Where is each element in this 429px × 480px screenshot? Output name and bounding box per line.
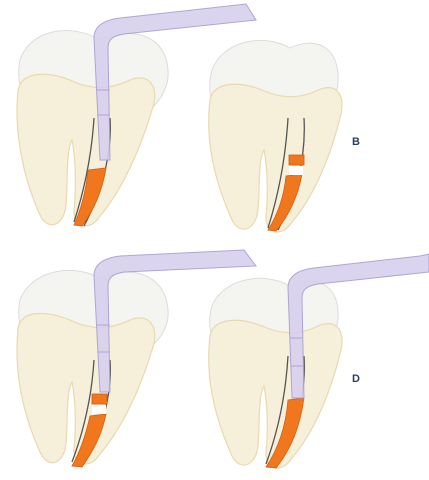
panel-b [209, 40, 342, 232]
tooth-body [209, 84, 342, 232]
panel-label-b: B [352, 136, 360, 148]
panel-d [209, 254, 429, 468]
filling-gap [92, 405, 106, 414]
gutta-percha-fill-segment [289, 155, 304, 165]
gutta-percha-fill-segment [92, 394, 107, 404]
tooth-body [209, 320, 342, 468]
filling-gap [289, 166, 303, 175]
panel-label-d: D [352, 373, 360, 385]
